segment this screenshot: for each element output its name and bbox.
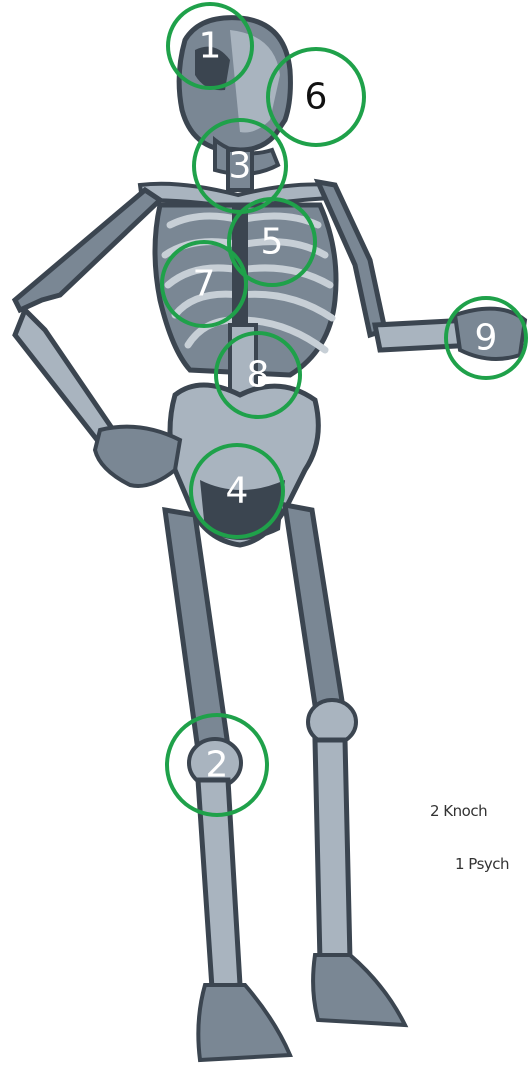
caption-psych: 1 Psych — [455, 855, 509, 873]
upper-arm-left — [15, 190, 160, 310]
skeleton-illustration — [15, 18, 525, 1060]
foot-right — [313, 955, 405, 1025]
femur-left — [165, 510, 230, 765]
svg-text:3: 3 — [229, 146, 252, 187]
tibia-right — [315, 740, 350, 962]
svg-text:1: 1 — [199, 26, 222, 67]
svg-text:7: 7 — [193, 264, 216, 305]
svg-text:8: 8 — [247, 355, 270, 396]
svg-text:6: 6 — [305, 77, 328, 118]
svg-text:4: 4 — [226, 471, 249, 512]
femur-right — [285, 505, 345, 725]
svg-text:2: 2 — [206, 745, 229, 786]
hand-left — [95, 427, 180, 486]
knee-right — [308, 700, 356, 744]
svg-text:9: 9 — [475, 318, 498, 359]
foot-left — [198, 985, 290, 1060]
svg-text:5: 5 — [261, 222, 284, 263]
caption-knochen: 2 Knoch — [430, 802, 487, 820]
